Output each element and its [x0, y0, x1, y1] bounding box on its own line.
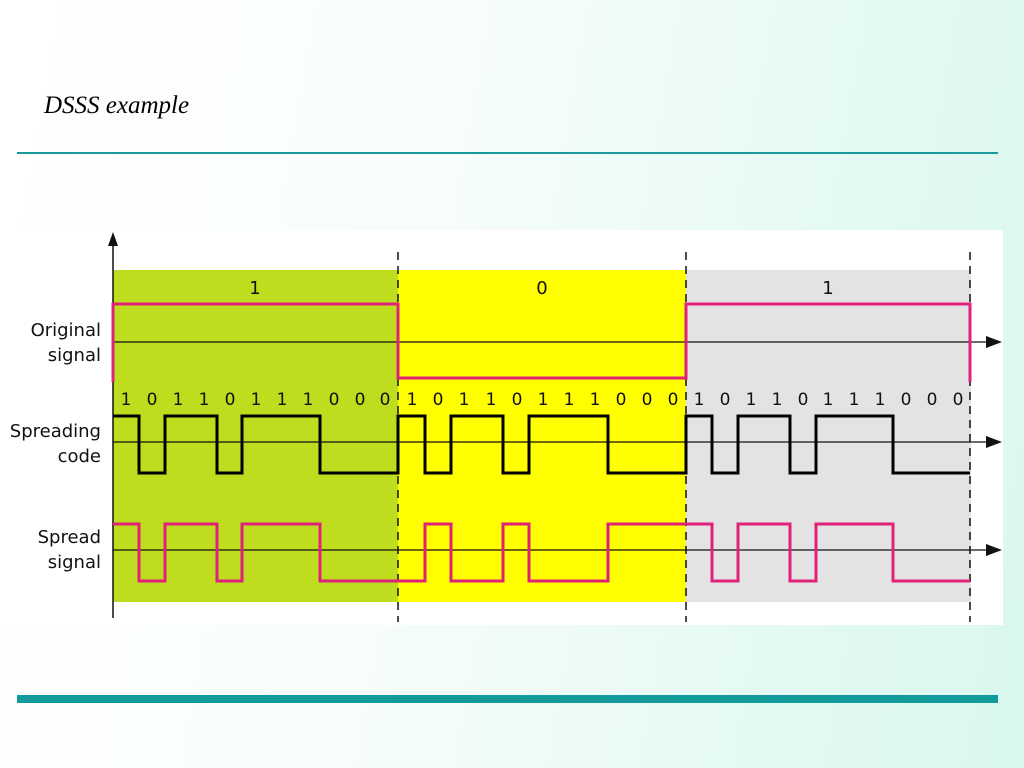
chip-label: 0 [225, 390, 236, 410]
chip-label: 1 [694, 390, 705, 410]
chip-label: 0 [720, 390, 731, 410]
spreading-baseline-arrowhead [986, 436, 1002, 448]
spread-signal-waveform [113, 522, 970, 583]
chip-label: 1 [590, 390, 601, 410]
chip-label: 1 [173, 390, 184, 410]
chip-label: 0 [927, 390, 938, 410]
chip-label: 1 [875, 390, 886, 410]
chip-labels-period-3: 1 0 1 1 0 1 1 1 0 0 0 [694, 390, 964, 410]
chip-label: 1 [251, 390, 262, 410]
chip-label: 0 [901, 390, 912, 410]
chip-label: 1 [746, 390, 757, 410]
chip-label: 1 [303, 390, 314, 410]
bit-label-1: 1 [249, 278, 260, 299]
chip-label: 0 [642, 390, 653, 410]
chip-label: 1 [849, 390, 860, 410]
chip-label: 0 [380, 390, 391, 410]
spread-signal-label-line2: signal [48, 552, 101, 573]
chip-label: 1 [407, 390, 418, 410]
chip-label: 1 [199, 390, 210, 410]
bit-period-3-background [686, 270, 971, 602]
chip-label: 0 [329, 390, 340, 410]
chip-label: 0 [355, 390, 366, 410]
chip-label: 1 [823, 390, 834, 410]
bit-label-3: 1 [822, 278, 833, 299]
spreading-code-label-line2: code [58, 446, 101, 467]
spread-baseline-arrowhead [986, 544, 1002, 556]
chip-label: 1 [277, 390, 288, 410]
slide-title: DSSS example [44, 92, 190, 119]
original-baseline-arrowhead [986, 336, 1002, 348]
chip-label: 1 [459, 390, 470, 410]
original-signal-label-line1: Original [31, 320, 101, 341]
vertical-axis-arrowhead [108, 232, 118, 246]
chip-label: 1 [121, 390, 132, 410]
spreading-code-label-line1: Spreading [10, 421, 101, 442]
chip-label: 1 [564, 390, 575, 410]
chip-label: 0 [512, 390, 523, 410]
dsss-diagram: 1 0 1 Original signal Spreading code Spr… [0, 230, 1003, 625]
chip-label: 0 [668, 390, 679, 410]
chip-label: 0 [433, 390, 444, 410]
bit-label-2: 0 [536, 278, 547, 299]
chip-label: 0 [616, 390, 627, 410]
footer-divider [17, 695, 998, 703]
chip-labels-period-2: 1 0 1 1 0 1 1 1 0 0 0 [407, 390, 679, 410]
chip-label: 1 [538, 390, 549, 410]
original-signal-label-line2: signal [48, 345, 101, 366]
chip-label: 1 [486, 390, 497, 410]
chip-labels-period-1: 1 0 1 1 0 1 1 1 0 0 0 [121, 390, 391, 410]
chip-label: 0 [147, 390, 158, 410]
bit-period-1-background [113, 270, 398, 602]
chip-label: 0 [798, 390, 809, 410]
dsss-svg: 1 0 1 Original signal Spreading code Spr… [0, 230, 1003, 625]
original-signal-waveform [111, 302, 972, 382]
spread-signal-label-line1: Spread [38, 527, 101, 548]
chip-label: 0 [953, 390, 964, 410]
title-divider [17, 152, 998, 154]
chip-label: 1 [772, 390, 783, 410]
spreading-code-waveform [113, 414, 970, 475]
bit-period-2-background [398, 270, 686, 602]
